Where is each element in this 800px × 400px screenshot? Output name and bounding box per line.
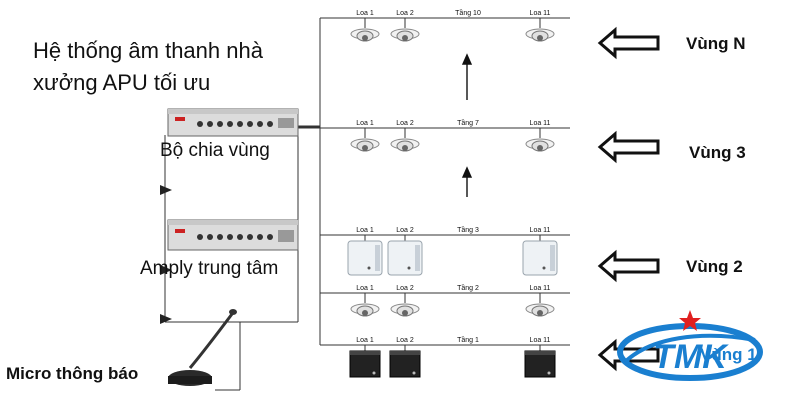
speaker-label: Loa 2 — [396, 337, 414, 344]
floor-label: Tầng 2 — [457, 283, 479, 292]
zone-label-1: Vùng 1 — [700, 345, 757, 364]
speaker-label: Loa 1 — [356, 120, 374, 127]
speaker-label: Loa 2 — [396, 227, 414, 234]
speaker-wall-white-icon — [522, 235, 558, 276]
floor-label: Tầng 7 — [457, 118, 479, 127]
speaker-label: Loa 1 — [356, 10, 374, 17]
speaker-label: Loa 1 — [356, 337, 374, 344]
title-line-2: xưởng APU tối ưu — [33, 70, 211, 95]
zone-arrow-icon — [597, 249, 660, 283]
speaker-ceiling-icon — [350, 128, 380, 152]
speaker-ceiling-icon — [350, 293, 380, 317]
speaker-label: Loa 2 — [396, 285, 414, 292]
speaker-label: Loa 2 — [396, 10, 414, 17]
zone-arrows — [597, 26, 660, 372]
speaker-ceiling-icon — [350, 18, 380, 42]
microphone-device — [168, 309, 237, 386]
speaker-ceiling-icon — [390, 128, 420, 152]
zone-arrow-icon — [597, 26, 660, 60]
speaker-ceiling-icon — [525, 18, 555, 42]
zone-arrow-icon — [597, 130, 660, 164]
speaker-ceiling-icon — [525, 293, 555, 317]
speaker-label: Loa 11 — [530, 227, 551, 234]
speaker-label: Loa 2 — [396, 120, 414, 127]
signal-arrows — [160, 185, 172, 324]
zone-label-2: Vùng 2 — [686, 257, 743, 276]
floor-group: Tầng 2 Loa 1 Loa 2 Loa 11 — [350, 283, 555, 317]
page-title: Hệ thống âm thanh nhà xưởng APU tối ưu — [33, 35, 333, 99]
floor-label: Tầng 3 — [457, 225, 479, 234]
microphone-label: Micro thông báo — [6, 364, 139, 383]
splitter-device — [167, 108, 299, 137]
speaker-box-black-icon — [389, 345, 421, 378]
speaker-ceiling-icon — [525, 128, 555, 152]
floors-layer: Tầng 10 Loa 1 Loa 2 Loa 11 Tầng 7 Loa 1 Loa 2 L… — [347, 8, 558, 378]
tmk-logo: TMK — [617, 310, 763, 381]
floor-group: Tầng 3 Loa 1 Loa 2 Loa 11 — [347, 225, 558, 276]
logo-text: TMK — [653, 338, 729, 376]
floor-group: Tầng 10 Loa 1 Loa 2 Loa 11 — [350, 8, 555, 42]
speaker-ceiling-icon — [390, 18, 420, 42]
speaker-box-black-icon — [524, 345, 556, 378]
speaker-wall-white-icon — [347, 235, 383, 276]
splitter-label: Bộ chia vùng — [160, 140, 270, 161]
floor-label: Tầng 1 — [457, 335, 479, 344]
speaker-label: Loa 1 — [356, 285, 374, 292]
speaker-wall-white-icon — [387, 235, 423, 276]
speaker-label: Loa 11 — [530, 10, 551, 17]
up-arrows — [461, 53, 473, 197]
floor-group: Tầng 7 Loa 1 Loa 2 Loa 11 — [350, 118, 555, 152]
speaker-label: Loa 11 — [530, 120, 551, 127]
speaker-label: Loa 1 — [356, 227, 374, 234]
title-line-1: Hệ thống âm thanh nhà — [33, 38, 263, 63]
zone-label-3: Vùng 3 — [689, 143, 746, 162]
amplifier-device — [167, 219, 299, 251]
zone-label-n: Vùng N — [686, 34, 746, 53]
floor-group: Tầng 1 Loa 1 Loa 2 Loa 11 — [349, 335, 556, 378]
speaker-label: Loa 11 — [530, 337, 551, 344]
amplifier-label: Amply trung tâm — [140, 258, 279, 279]
zone-arrow-icon — [597, 338, 660, 372]
speaker-label: Loa 11 — [530, 285, 551, 292]
speaker-box-black-icon — [349, 345, 381, 378]
floor-label: Tầng 10 — [455, 8, 481, 17]
speaker-ceiling-icon — [390, 293, 420, 317]
